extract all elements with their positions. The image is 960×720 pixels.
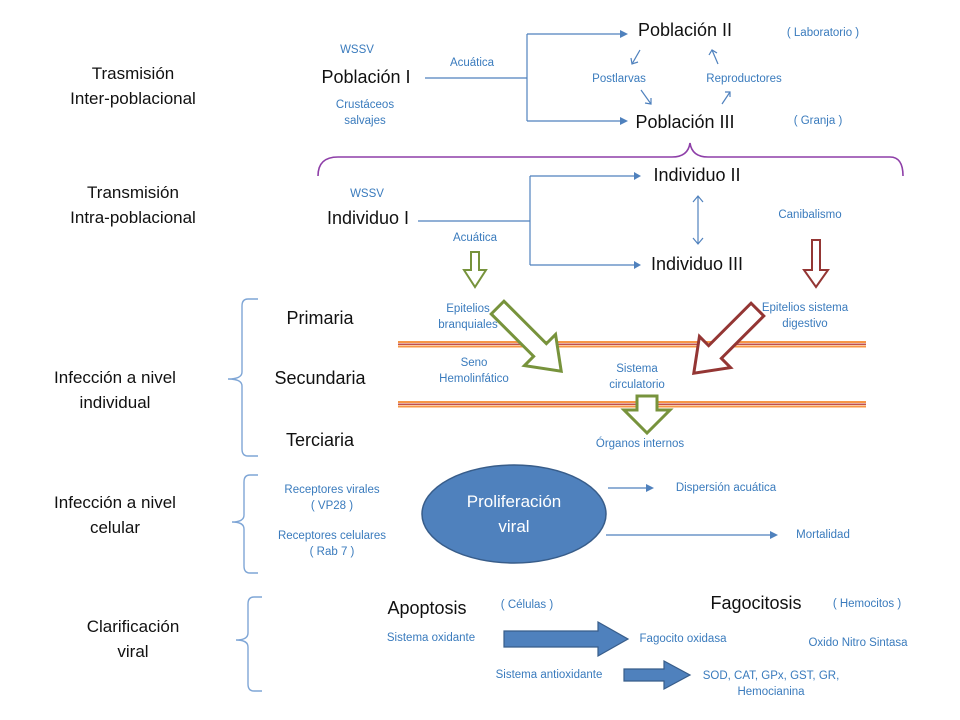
canibalismo: Canibalismo xyxy=(778,209,842,221)
individuo-3: Individuo III xyxy=(650,254,744,274)
tissue-band-lower xyxy=(398,401,866,408)
green-diagonal-arrow xyxy=(489,299,564,374)
inter-connectors xyxy=(425,30,731,125)
celular-output-arrows xyxy=(606,484,778,539)
terciaria: Terciaria xyxy=(285,430,355,450)
tissue-band-upper xyxy=(398,341,866,348)
intra-wssv: WSSV xyxy=(350,188,384,200)
organos-internos: Órganos internos xyxy=(595,438,685,450)
blue-block-arrow-oxidante xyxy=(503,620,630,658)
crustaceos-salvajes: Crustáceos salvajes xyxy=(335,99,395,127)
poblacion-2: Población II xyxy=(637,20,733,40)
individuo-1: Individuo I xyxy=(326,208,410,228)
reproductores: Reproductores xyxy=(706,73,782,85)
red-down-arrow xyxy=(802,239,830,289)
celulas: ( Células ) xyxy=(500,599,554,611)
proliferacion-viral: Proliferación viral xyxy=(466,492,562,536)
bracket-celular xyxy=(231,474,258,574)
intra-connectors xyxy=(418,172,704,269)
oxido-nitro-sintasa: Oxido Nitro Sintasa xyxy=(808,637,908,649)
fagocitosis: Fagocitosis xyxy=(710,593,802,613)
poblacion-3: Población III xyxy=(635,112,735,132)
label-infeccion-celular: Infección a nivel celular xyxy=(54,493,176,537)
sistema-oxidante: Sistema oxidante xyxy=(386,632,476,644)
sistema-circulatorio: Sistema circulatorio xyxy=(609,363,665,391)
seno-hemolinfatico: Seno Hemolinfático xyxy=(439,357,509,385)
green-down-arrow xyxy=(462,251,488,289)
fagocito-oxidasa: Fagocito oxidasa xyxy=(639,633,727,645)
bracket-individual xyxy=(227,298,258,457)
sod-cat-gpx: SOD, CAT, GPx, GST, GR, Hemocianina xyxy=(702,670,840,698)
granja: ( Granja ) xyxy=(793,115,843,127)
proliferacion-ellipse xyxy=(421,464,607,564)
mortalidad: Mortalidad xyxy=(796,529,850,541)
receptores-virales: Receptores virales ( VP28 ) xyxy=(284,484,380,512)
apoptosis: Apoptosis xyxy=(387,598,467,618)
hemocitos: ( Hemocitos ) xyxy=(832,598,902,610)
secundaria: Secundaria xyxy=(274,368,366,388)
laboratorio: ( Laboratorio ) xyxy=(786,27,860,39)
label-trasmision-inter: Trasmisión Inter-poblacional xyxy=(70,64,196,108)
sistema-antioxidante: Sistema antioxidante xyxy=(495,669,603,681)
blue-block-arrow-antioxidante xyxy=(623,659,692,691)
inter-wssv: WSSV xyxy=(340,44,374,56)
postlarvas: Postlarvas xyxy=(592,73,646,85)
label-clarificacion-viral: Clarificación viral xyxy=(86,617,180,661)
individuo-2: Individuo II xyxy=(653,165,741,185)
inter-acuatica: Acuática xyxy=(449,57,495,69)
intra-acuatica: Acuática xyxy=(452,232,498,244)
label-infeccion-individual: Infección a nivel individual xyxy=(54,368,176,412)
label-transmision-intra: Transmisión Intra-poblacional xyxy=(70,183,196,227)
bracket-clarificacion xyxy=(235,596,262,692)
poblacion-1: Población I xyxy=(321,67,411,87)
epitelios-branquiales: Epitelios branquiales xyxy=(438,303,498,331)
dispersion-acuatica: Dispersión acuática xyxy=(675,482,777,494)
red-diagonal-arrow xyxy=(691,301,766,376)
epitelios-digestivo: Epitelios sistema digestivo xyxy=(761,302,849,330)
purple-brace xyxy=(317,142,904,177)
primaria: Primaria xyxy=(286,308,354,328)
receptores-celulares: Receptores celulares ( Rab 7 ) xyxy=(277,530,387,558)
green-organs-arrow xyxy=(620,394,674,436)
